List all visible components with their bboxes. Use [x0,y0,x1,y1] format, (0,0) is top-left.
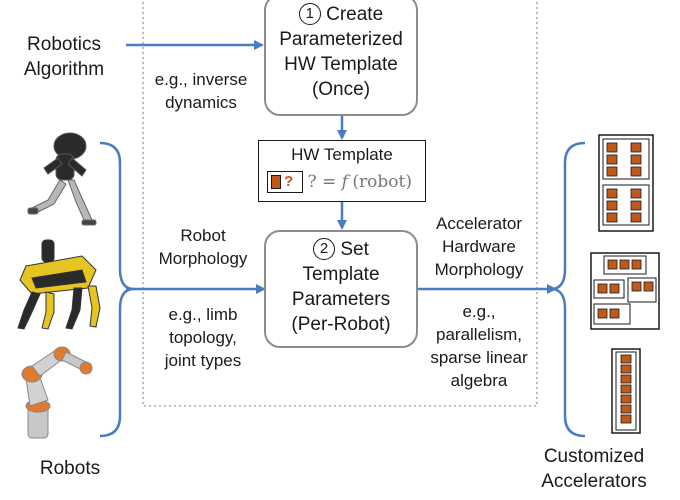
morph-example-line2: topology, [169,328,237,347]
robot-morphology-example: e.g., limb topology, joint types [144,303,262,372]
robots-bracket [99,141,135,438]
step2-line1: Set [340,239,369,260]
robot-morphology-line2: Morphology [158,249,248,268]
accelerators-line1: Customized [543,446,645,467]
step1-example-line1: e.g., inverse [154,70,248,89]
set-parameters-box: 2 Set Template Parameters (Per-Robot) [264,230,418,348]
step1-line2: Parameterized [279,29,403,50]
equation-lhs: ? = [307,172,342,192]
quadruped-robot-image [17,239,101,330]
create-template-box: 1 Create Parameterized HW Template (Once… [264,0,418,116]
step1-number-icon: 1 [298,3,321,25]
robotic-arm-image [21,346,93,439]
accel-example-line3: sparse linear [430,348,528,367]
hw-template-title: HW Template [291,145,393,164]
step2-title: 2 Set [266,237,416,262]
step2-line3: Parameters [291,289,391,310]
algorithm-line2: Algorithm [23,59,105,80]
accel-example-line1: e.g., [462,302,496,321]
robots-label: Robots [39,458,101,479]
morph-example-line3: joint types [164,351,242,370]
hw-template-box: HW Template ? ? = f (robot) [258,140,426,202]
accel-example-line2: parallelism, [436,325,522,344]
accel-morph-line2: Hardware [442,237,516,256]
step2-line4: (Per-Robot) [291,314,391,335]
equation-argument: (robot) [352,172,412,192]
set-box-text: 2 Set Template Parameters (Per-Robot) [266,237,416,337]
robot-morphology-line1: Robot [180,226,226,245]
accelerator-morphology-label: Accelerator Hardware Morphology [416,212,542,281]
accelerator-chip-2-icon [590,252,660,330]
template-equation: ? ? = f (robot) [267,171,423,195]
create-box-text: 1 Create Parameterized HW Template (Once… [266,2,416,102]
accel-morph-line3: Morphology [434,260,524,279]
step1-example: e.g., inverse dynamics [140,68,262,114]
morph-example-line1: e.g., limb [168,305,238,324]
algorithm-line1: Robotics [27,34,101,55]
step1-line4: (Once) [311,79,371,100]
step1-title: 1 Create [266,2,416,27]
accelerators-bracket [550,141,586,438]
template-chip-icon: ? [267,171,303,193]
accel-example-line4: algebra [450,371,508,390]
process-frame [142,0,538,407]
accelerator-morphology-example: e.g., parallelism, sparse linear algebra [416,300,542,392]
robot-morphology-label: Robot Morphology [144,224,262,270]
accelerator-chip-3-icon [611,348,641,434]
step2-line2: Template [302,264,380,285]
accelerators-line2: Accelerators [541,471,647,492]
step1-line1: Create [326,4,384,25]
accel-morph-line1: Accelerator [436,214,522,233]
equation-function: f [341,172,348,192]
step1-example-line2: dynamics [165,93,237,112]
step2-number-icon: 2 [313,238,336,260]
step1-line3: HW Template [284,54,398,75]
accelerator-chip-1-icon [598,134,654,232]
robotics-algorithm-label: Robotics Algorithm [10,32,118,82]
humanoid-robot-image [27,132,97,226]
customized-accelerators-label: Customized Accelerators [528,444,660,494]
